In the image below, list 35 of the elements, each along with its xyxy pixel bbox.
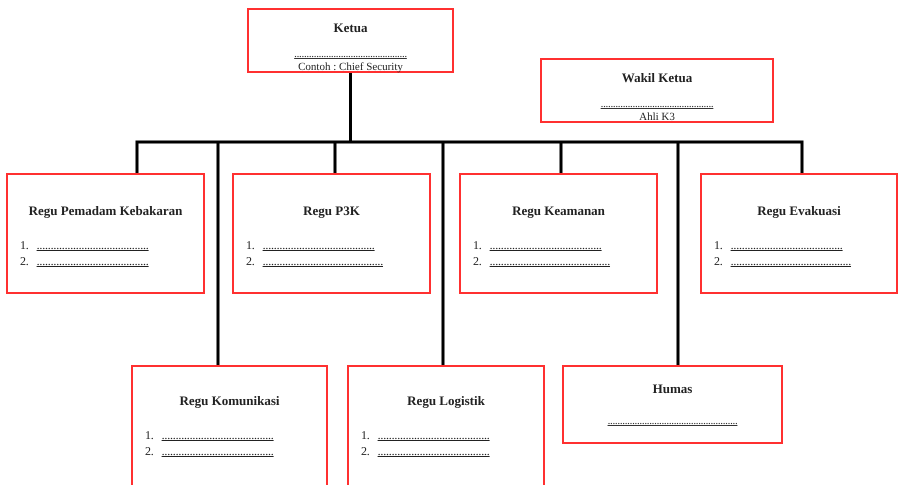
list-item: 2. ........................................ bbox=[144, 443, 275, 459]
list-item: 2. ........................................... bbox=[245, 253, 384, 269]
fill-in-line: .............................................. bbox=[294, 48, 407, 60]
list-item: 1. ........................................ bbox=[144, 427, 275, 443]
box-note: Contoh : Chief Security bbox=[298, 60, 403, 74]
fill-in-line: ..................................................... bbox=[608, 415, 738, 427]
box-title: Humas bbox=[652, 381, 692, 397]
org-box bbox=[459, 173, 658, 294]
box-title: Regu Keamanan bbox=[512, 203, 605, 219]
box-title: Regu Evakuasi bbox=[757, 203, 841, 219]
list-item: 1. ........................................ bbox=[19, 237, 150, 253]
list-item: 1. ........................................ bbox=[472, 237, 603, 253]
box-title: Regu Komunikasi bbox=[179, 393, 280, 409]
list-item: 2. ........................................... bbox=[713, 253, 852, 269]
list-item: 1. ........................................ bbox=[360, 427, 491, 443]
box-title: Regu Pemadam Kebakaran bbox=[28, 203, 182, 219]
list-item: 1. ........................................ bbox=[713, 237, 844, 253]
box-title: Wakil Ketua bbox=[622, 70, 692, 86]
list-item: 1. ........................................ bbox=[245, 237, 376, 253]
box-title: Ketua bbox=[334, 20, 368, 36]
box-title: Regu P3K bbox=[303, 203, 360, 219]
org-box bbox=[540, 58, 774, 123]
org-box bbox=[6, 173, 205, 294]
org-box bbox=[247, 8, 454, 73]
org-box bbox=[131, 365, 328, 485]
box-title: Regu Logistik bbox=[407, 393, 485, 409]
list-item: 2. ........................................ bbox=[360, 443, 491, 459]
org-box bbox=[562, 365, 783, 444]
box-note: Ahli K3 bbox=[639, 110, 675, 124]
fill-in-line: .............................................. bbox=[600, 98, 714, 110]
org-box bbox=[347, 365, 545, 485]
list-item: 2. ........................................ bbox=[19, 253, 150, 269]
org-box bbox=[700, 173, 898, 294]
list-item: 2. ........................................... bbox=[472, 253, 612, 269]
org-box bbox=[232, 173, 431, 294]
